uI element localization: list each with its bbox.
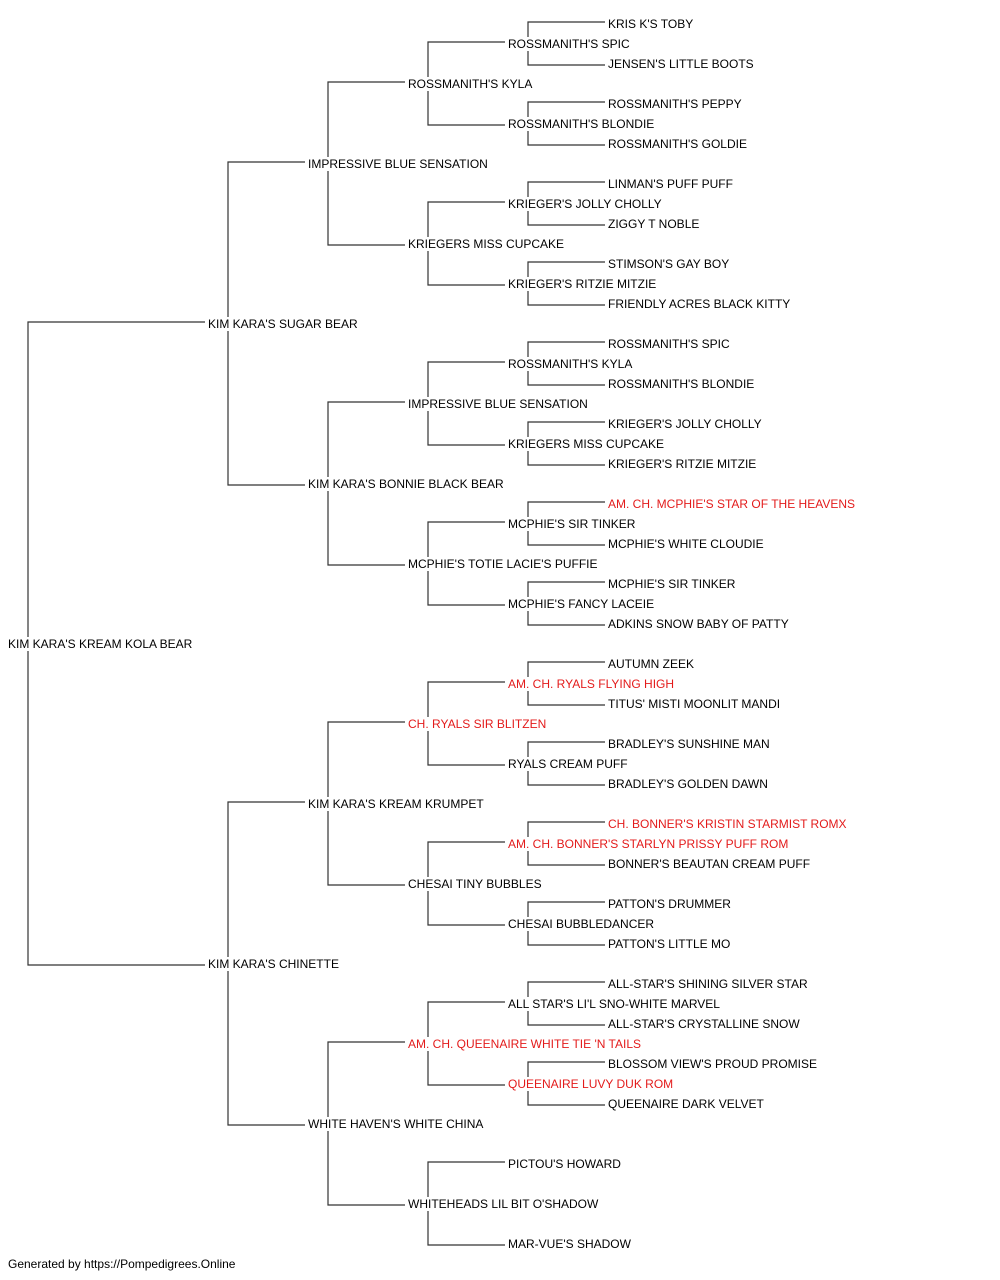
dog-name-sire-dam: KIM KARA'S BONNIE BLACK BEAR [308,477,504,491]
dog-name-dam: KIM KARA'S CHINETTE [208,957,339,971]
generated-by-footer: Generated by https://Pompedigrees.Online [8,1257,236,1271]
dog-name-gen4: PICTOU'S HOWARD [508,1157,621,1171]
dog-name-gen5: ROSSMANITH'S GOLDIE [608,137,747,151]
dog-name-gen5: PATTON'S LITTLE MO [608,937,731,951]
dog-name-gen5: MCPHIE'S SIR TINKER [608,577,736,591]
dog-name-gen5: BRADLEY'S GOLDEN DAWN [608,777,768,791]
dog-name-gen5: ALL-STAR'S CRYSTALLINE SNOW [608,1017,800,1031]
dog-name-gen4: KRIEGER'S JOLLY CHOLLY [508,197,662,211]
dog-name-gen5: MCPHIE'S WHITE CLOUDIE [608,537,764,551]
dog-name-gen5: ROSSMANITH'S SPIC [608,337,730,351]
dog-name-gen5: LINMAN'S PUFF PUFF [608,177,733,191]
dog-name-gen3: WHITEHEADS LIL BIT O'SHADOW [408,1197,599,1211]
dog-name-gen4: ROSSMANITH'S KYLA [508,357,633,371]
dog-name-gen5: FRIENDLY ACRES BLACK KITTY [608,297,791,311]
dog-name-gen5: KRIEGER'S JOLLY CHOLLY [608,417,762,431]
dog-name-gen3: MCPHIE'S TOTIE LACIE'S PUFFIE [408,557,598,571]
dog-name-gen4: ROSSMANITH'S BLONDIE [508,117,655,131]
dog-name-gen5: TITUS' MISTI MOONLIT MANDI [608,697,781,711]
dog-name-gen3: KRIEGERS MISS CUPCAKE [408,237,565,251]
dog-name-gen4-champion: AM. CH. RYALS FLYING HIGH [508,677,675,691]
dog-name-gen4: MCPHIE'S SIR TINKER [508,517,636,531]
dog-name-gen5: ADKINS SNOW BABY OF PATTY [608,617,789,631]
dog-name-gen4: KRIEGER'S RITZIE MITZIE [508,277,657,291]
dog-name-sire: KIM KARA'S SUGAR BEAR [208,317,358,331]
dog-name-gen5: ALL-STAR'S SHINING SILVER STAR [608,977,808,991]
dog-name-gen4: RYALS CREAM PUFF [508,757,628,771]
dog-name-subject: KIM KARA'S KREAM KOLA BEAR [8,637,193,651]
dog-name-gen5: PATTON'S DRUMMER [608,897,731,911]
dog-name-sire-sire: IMPRESSIVE BLUE SENSATION [308,157,488,171]
dog-name-gen3-champion: CH. RYALS SIR BLITZEN [408,717,547,731]
dog-name-gen4-champion: QUEENAIRE LUVY DUK ROM [508,1077,674,1091]
dog-name-gen4-champion: AM. CH. BONNER'S STARLYN PRISSY PUFF ROM [508,837,789,851]
dog-name-gen3: ROSSMANITH'S KYLA [408,77,533,91]
dog-name-gen5: BLOSSOM VIEW'S PROUD PROMISE [608,1057,817,1071]
dog-name-gen4: KRIEGERS MISS CUPCAKE [508,437,665,451]
dog-name-gen4: ALL STAR'S LI'L SNO-WHITE MARVEL [508,997,720,1011]
dog-name-gen5: AUTUMN ZEEK [608,657,695,671]
dog-name-gen3: CHESAI TINY BUBBLES [408,877,542,891]
dog-name-gen4: ROSSMANITH'S SPIC [508,37,630,51]
dog-name-dam-dam: WHITE HAVEN'S WHITE CHINA [308,1117,484,1131]
dog-name-gen5: KRIS K'S TOBY [608,17,694,31]
dog-name-gen5-champion: AM. CH. MCPHIE'S STAR OF THE HEAVENS [608,497,855,511]
dog-name-gen5: ROSSMANITH'S BLONDIE [608,377,755,391]
dog-name-gen4: MCPHIE'S FANCY LACEIE [508,597,655,611]
dog-name-gen5: KRIEGER'S RITZIE MITZIE [608,457,757,471]
dog-name-gen4: CHESAI BUBBLEDANCER [508,917,655,931]
dog-name-gen5: ROSSMANITH'S PEPPY [608,97,742,111]
dog-name-gen5: STIMSON'S GAY BOY [608,257,730,271]
dog-name-gen5-champion: CH. BONNER'S KRISTIN STARMIST ROMX [608,817,847,831]
dog-name-gen4: MAR-VUE'S SHADOW [508,1237,631,1251]
dog-name-dam-sire: KIM KARA'S KREAM KRUMPET [308,797,484,811]
dog-name-gen5: ZIGGY T NOBLE [608,217,700,231]
dog-name-gen5: BONNER'S BEAUTAN CREAM PUFF [608,857,811,871]
dog-name-gen3-champion: AM. CH. QUEENAIRE WHITE TIE 'N TAILS [408,1037,641,1051]
dog-name-gen5: QUEENAIRE DARK VELVET [608,1097,764,1111]
dog-name-gen5: BRADLEY'S SUNSHINE MAN [608,737,770,751]
dog-name-gen5: JENSEN'S LITTLE BOOTS [608,57,754,71]
dog-name-gen3: IMPRESSIVE BLUE SENSATION [408,397,588,411]
